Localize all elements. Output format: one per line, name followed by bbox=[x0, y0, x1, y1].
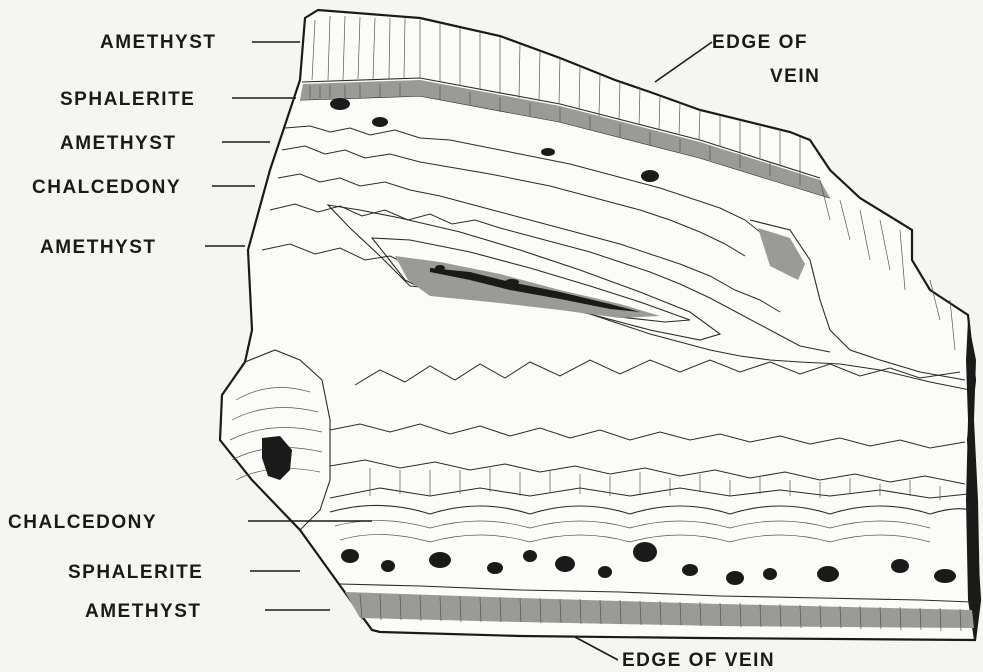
label-edge-of-vein-top-line1: EDGE OF bbox=[712, 32, 808, 53]
label-edge-of-vein-bottom: EDGE OF VEIN bbox=[622, 650, 775, 671]
label-edge-of-vein-top-line2: VEIN bbox=[770, 66, 820, 87]
label-sphalerite-bottom: SPHALERITE bbox=[68, 562, 203, 583]
label-sphalerite-top: SPHALERITE bbox=[60, 89, 195, 110]
label-chalcedony-top: CHALCEDONY bbox=[32, 177, 181, 198]
label-chalcedony-bottom: CHALCEDONY bbox=[8, 512, 157, 533]
label-amethyst-third: AMETHYST bbox=[40, 237, 157, 258]
label-amethyst-second: AMETHYST bbox=[60, 133, 177, 154]
label-amethyst-top: AMETHYST bbox=[100, 32, 217, 53]
label-amethyst-bottom: AMETHYST bbox=[85, 601, 202, 622]
